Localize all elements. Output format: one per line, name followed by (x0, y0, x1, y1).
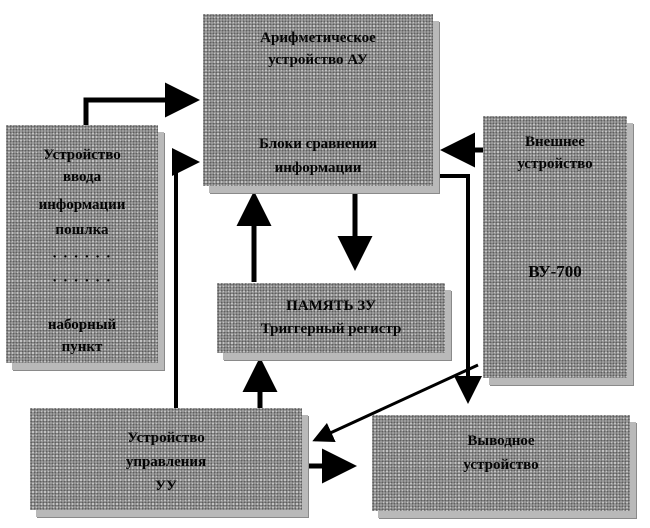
input-line-1: Устройство (43, 147, 121, 163)
alu-title-line-1: Арифметическое (260, 30, 376, 46)
control-line-3: УУ (154, 478, 178, 494)
memory-line-1: ПАМЯТЬ ЗУ (286, 298, 376, 314)
input-dots-1: · · · · · · (52, 249, 112, 265)
arrow-control-to-alu (172, 148, 200, 408)
memory-block: ПАМЯТЬ ЗУ Триггерный регистр (217, 283, 445, 353)
external-line-1: Внешнее (525, 134, 585, 150)
input-device-block: Устройство ввода информации пошлка · · ·… (6, 125, 158, 363)
external-device-block: Внешнее устройство ВУ-700 (483, 116, 627, 378)
external-line-2: устройство (517, 156, 593, 172)
arrow-input-to-alu (83, 82, 200, 125)
input-dots-2: · · · · · · (52, 273, 112, 289)
alu-sub-line-2: информации (274, 160, 362, 176)
memory-line-2: Триггерный регистр (260, 321, 402, 337)
control-line-1: Устройство (127, 430, 205, 446)
input-line-3: информации (38, 197, 126, 213)
alu-title-line-2: устройство АУ (268, 52, 368, 68)
control-unit-block: Устройство управления УУ (30, 408, 302, 510)
arrow-alu-to-output (435, 174, 482, 404)
control-line-2: управления (125, 454, 207, 470)
output-line-1: Выводное (467, 433, 535, 449)
input-line-4: пошлка (55, 222, 109, 238)
output-line-2: устройство (463, 457, 539, 473)
external-model: ВУ-700 (528, 262, 582, 281)
input-line-2: ввода (62, 169, 102, 185)
arithmetic-unit-block: Арифметическое устройство АУ Блоки сравн… (203, 14, 433, 186)
input-bottom-line-2: пункт (61, 339, 103, 355)
input-bottom-line-1: наборный (47, 317, 117, 333)
alu-sub-line-1: Блоки сравнения (259, 136, 377, 152)
output-device-block: Выводное устройство (372, 415, 630, 511)
arrow-external-to-control (312, 363, 479, 443)
